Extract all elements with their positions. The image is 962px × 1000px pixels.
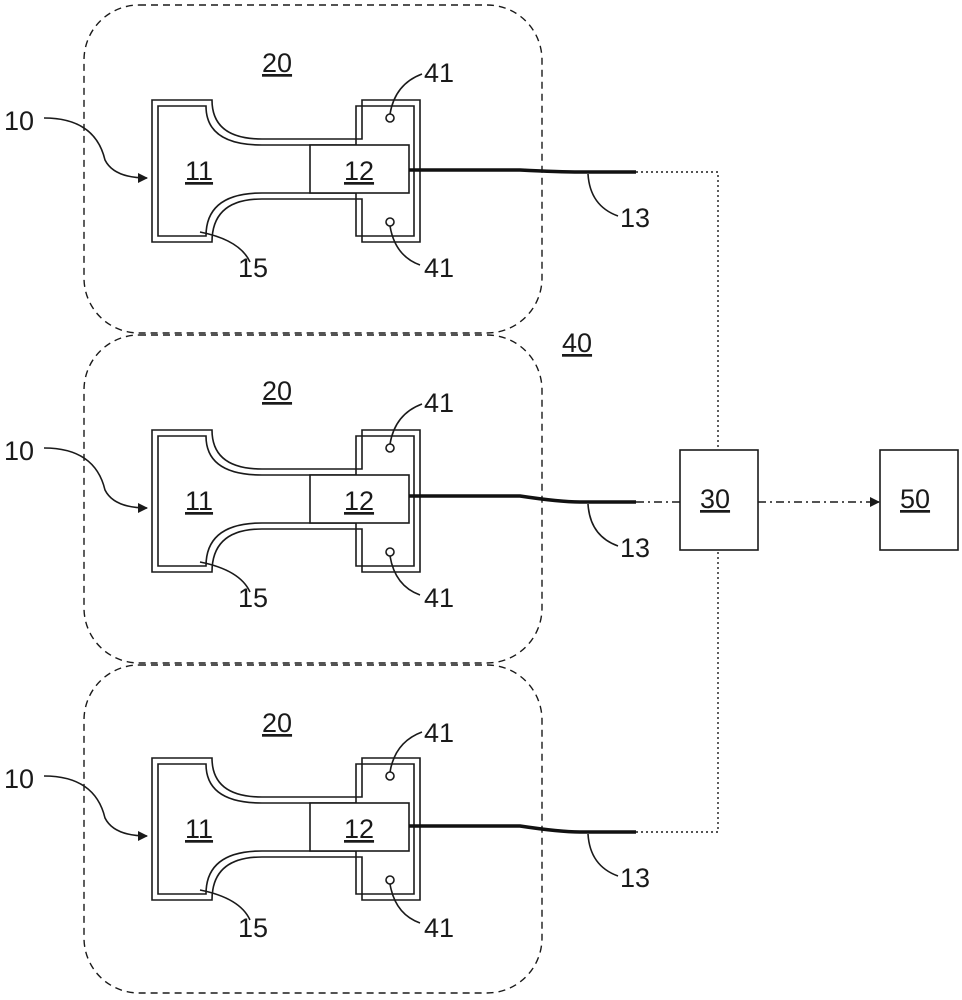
connection-bottom bbox=[636, 550, 718, 832]
mount-label-bottom: 41 bbox=[424, 583, 454, 613]
mount-leader bbox=[390, 404, 422, 444]
mount-leader bbox=[390, 226, 420, 265]
channel-label: 15 bbox=[238, 913, 268, 943]
cable-leader bbox=[588, 504, 618, 546]
probe-pointer-arrow bbox=[44, 776, 147, 836]
probe-label: 10 bbox=[4, 436, 34, 466]
mount-leader bbox=[390, 732, 422, 772]
mount-label-bottom: 41 bbox=[424, 253, 454, 283]
cable-label: 13 bbox=[620, 533, 650, 563]
mounting-hole-icon bbox=[386, 114, 394, 122]
unit-region-label: 20 bbox=[262, 708, 292, 738]
hub-label: 30 bbox=[700, 484, 730, 514]
sensor-unit-3: 20 12 11 41 41 13 10 15 bbox=[4, 665, 650, 993]
mount-label-top: 41 bbox=[424, 718, 454, 748]
mount-label-top: 41 bbox=[424, 58, 454, 88]
cable-leader bbox=[588, 174, 618, 216]
module-label: 12 bbox=[344, 486, 374, 516]
mount-leader bbox=[390, 74, 422, 114]
housing-label: 11 bbox=[185, 486, 213, 516]
signal-cable bbox=[409, 826, 636, 832]
channel-label: 15 bbox=[238, 253, 268, 283]
signal-cable bbox=[409, 170, 636, 172]
mount-leader bbox=[390, 556, 420, 595]
probe-label: 10 bbox=[4, 106, 34, 136]
module-label: 12 bbox=[344, 814, 374, 844]
sensor-unit-2: 20 12 11 41 41 13 10 15 bbox=[4, 335, 650, 663]
unit-region-label: 20 bbox=[262, 376, 292, 406]
mounting-hole-icon bbox=[386, 876, 394, 884]
cable-leader bbox=[588, 834, 618, 876]
mount-label-top: 41 bbox=[424, 388, 454, 418]
mount-leader bbox=[390, 884, 420, 923]
probe-pointer-arrow bbox=[44, 118, 147, 178]
signal-cable bbox=[409, 496, 636, 502]
probe-label: 10 bbox=[4, 764, 34, 794]
mounting-hole-icon bbox=[386, 218, 394, 226]
unit-region-label: 20 bbox=[262, 48, 292, 78]
group-label: 40 bbox=[562, 328, 592, 358]
mount-label-bottom: 41 bbox=[424, 913, 454, 943]
channel-label: 15 bbox=[238, 583, 268, 613]
housing-label: 11 bbox=[185, 156, 213, 186]
probe-pointer-arrow bbox=[44, 448, 147, 508]
housing-label: 11 bbox=[185, 814, 213, 844]
mounting-hole-icon bbox=[386, 444, 394, 452]
output-label: 50 bbox=[900, 484, 930, 514]
mounting-hole-icon bbox=[386, 772, 394, 780]
mounting-hole-icon bbox=[386, 548, 394, 556]
sensor-unit-1: 20 12 11 41 41 13 10 15 bbox=[4, 5, 650, 333]
cable-label: 13 bbox=[620, 863, 650, 893]
cable-label: 13 bbox=[620, 203, 650, 233]
module-label: 12 bbox=[344, 156, 374, 186]
